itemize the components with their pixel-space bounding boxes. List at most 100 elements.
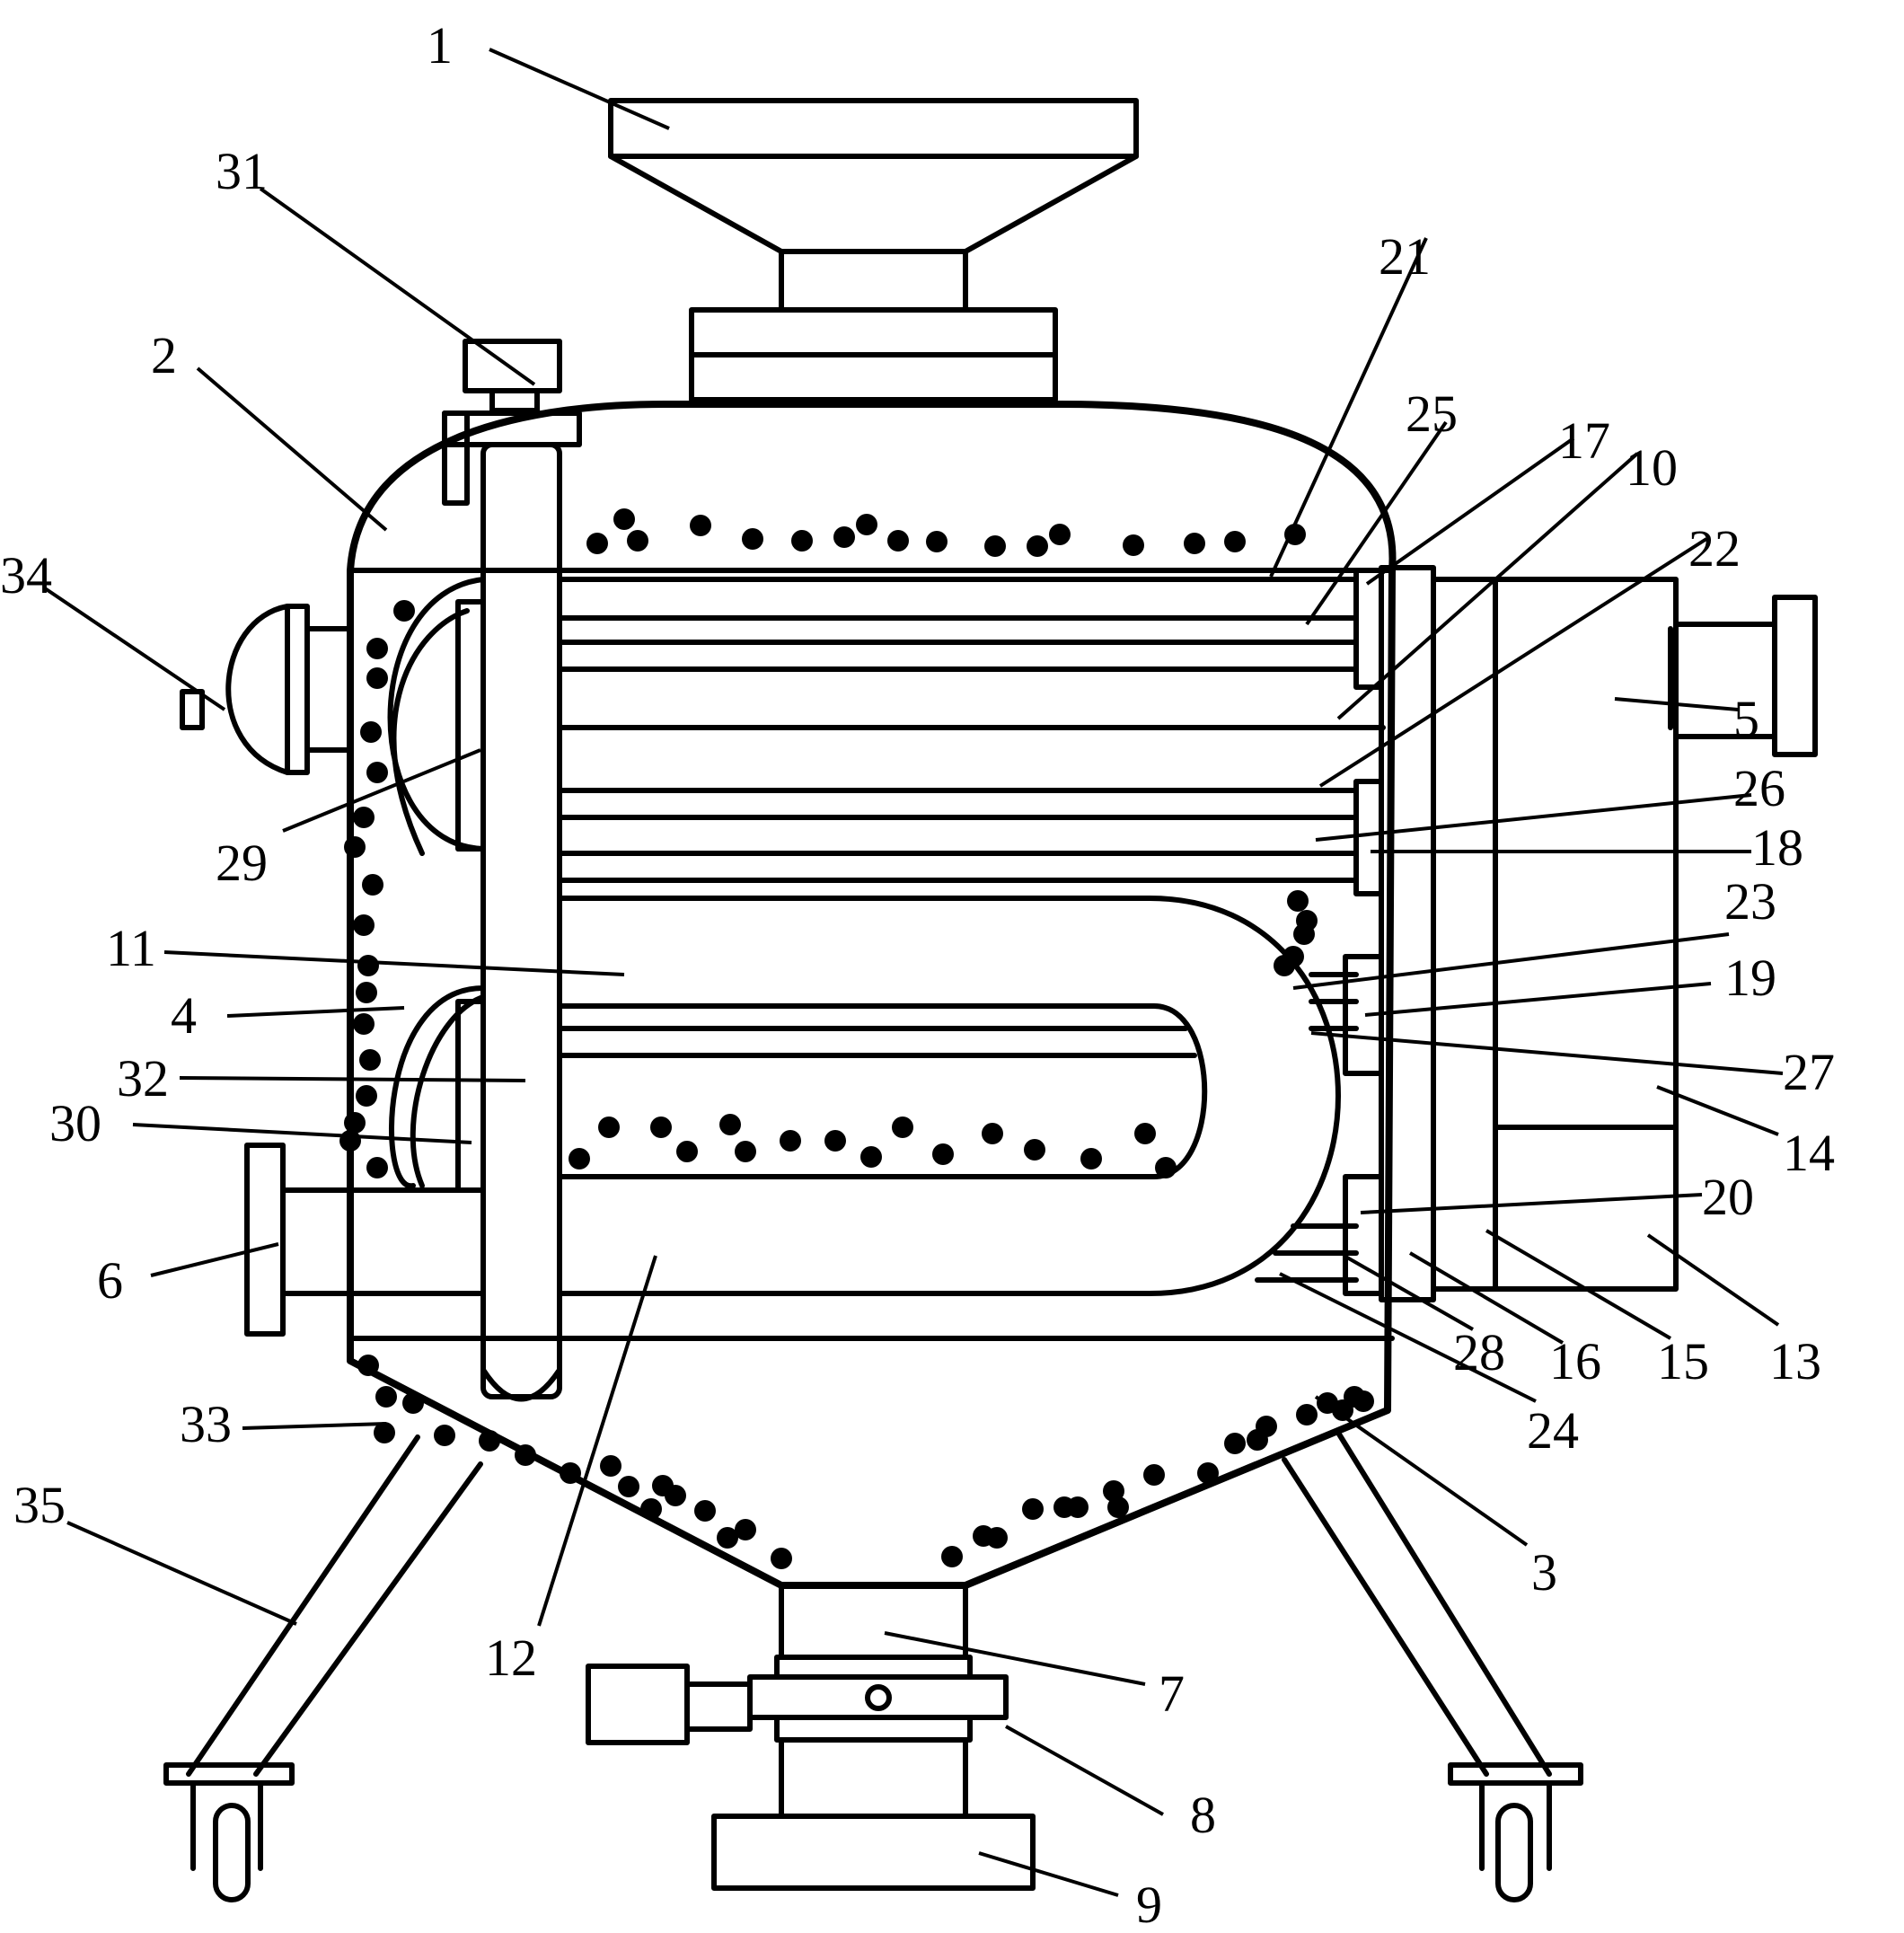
label-29: 29 (216, 834, 268, 892)
material-particle (856, 514, 877, 535)
legs (163, 1430, 1583, 1902)
material-particle (1224, 531, 1246, 552)
material-particle (1123, 534, 1144, 556)
material-particle (569, 1148, 590, 1170)
material-particle (515, 1444, 536, 1466)
material-particle (771, 1548, 792, 1569)
material-particle (941, 1546, 963, 1567)
material-particle (824, 1130, 846, 1152)
label-30: 30 (49, 1094, 101, 1152)
material-particle (356, 982, 377, 1003)
material-particle (986, 1527, 1008, 1549)
material-particle (374, 1422, 395, 1443)
label-15: 15 (1657, 1332, 1709, 1390)
label-19: 19 (1724, 949, 1776, 1007)
material-particle (640, 1498, 662, 1520)
material-particle (1287, 890, 1309, 912)
material-particle (1353, 1390, 1374, 1412)
material-particle (375, 1386, 397, 1408)
material-particle (366, 667, 388, 689)
material-particle (1224, 1433, 1246, 1454)
material-particle (1049, 524, 1071, 545)
material-particle (618, 1476, 639, 1497)
material-particle (735, 1141, 756, 1162)
material-particle (892, 1117, 913, 1138)
material-particle (676, 1141, 698, 1162)
material-particle (860, 1146, 882, 1168)
label-7: 7 (1159, 1664, 1185, 1723)
label-33: 33 (180, 1395, 232, 1453)
material-particle (694, 1500, 716, 1522)
material-particle (1067, 1496, 1089, 1518)
label-12: 12 (485, 1628, 537, 1687)
material-particle (344, 1112, 366, 1134)
material-particle (665, 1485, 686, 1506)
label-27: 27 (1783, 1043, 1835, 1101)
material-particle (357, 1355, 379, 1376)
label-22: 22 (1688, 519, 1741, 578)
material-particle (887, 530, 909, 552)
label-17: 17 (1558, 411, 1610, 470)
material-particle (366, 1157, 388, 1178)
material-particle (1274, 955, 1295, 976)
material-particle (1293, 923, 1315, 945)
material-particle (362, 874, 383, 896)
material-particle (1022, 1498, 1044, 1520)
material-particle (1184, 533, 1205, 554)
material-particle (353, 1013, 375, 1035)
label-35: 35 (13, 1476, 66, 1534)
label-13: 13 (1769, 1332, 1821, 1390)
material-particle (366, 638, 388, 659)
label-6: 6 (97, 1251, 123, 1310)
material-particle (359, 1049, 381, 1071)
material-particle (717, 1527, 738, 1549)
label-3: 3 (1531, 1543, 1557, 1602)
material-particle (360, 721, 382, 743)
label-26: 26 (1733, 759, 1785, 817)
material-particle (344, 836, 366, 858)
material-particle (434, 1425, 455, 1446)
shaft (480, 442, 562, 1402)
material-particle (650, 1117, 672, 1138)
label-5: 5 (1733, 690, 1759, 748)
material-particle (1080, 1148, 1102, 1170)
material-particle (932, 1143, 954, 1165)
material-particle (353, 807, 375, 828)
feed-hopper (608, 98, 1139, 402)
right-parts (1343, 565, 1818, 1302)
label-9: 9 (1136, 1876, 1162, 1933)
material-particles (339, 508, 1374, 1569)
material-particle (402, 1392, 424, 1414)
material-particle (1024, 1139, 1045, 1161)
label-16: 16 (1549, 1332, 1601, 1390)
material-particle (984, 535, 1006, 557)
material-particle (780, 1130, 801, 1152)
material-particle (627, 530, 648, 552)
material-particle (791, 530, 813, 552)
material-particle (356, 1085, 377, 1107)
material-particle (560, 1462, 581, 1484)
material-particle (735, 1519, 756, 1540)
material-particle (833, 526, 855, 548)
material-particle (1027, 535, 1048, 557)
label-14: 14 (1783, 1124, 1835, 1182)
label-25: 25 (1406, 384, 1458, 443)
vessel-body (347, 401, 1397, 1589)
material-particle (598, 1117, 620, 1138)
material-particle (690, 515, 711, 536)
part-numbers: 1 31 2 34 21 25 17 10 22 5 26 18 23 19 2… (0, 16, 1835, 1933)
material-particle (719, 1114, 741, 1135)
label-28: 28 (1453, 1323, 1505, 1381)
label-10: 10 (1626, 438, 1678, 497)
material-particle (1155, 1157, 1177, 1178)
label-20: 20 (1702, 1168, 1754, 1226)
material-particle (1197, 1462, 1219, 1484)
label-8: 8 (1190, 1786, 1216, 1844)
material-particle (1107, 1496, 1129, 1518)
material-particle (1134, 1123, 1156, 1144)
material-particle (613, 508, 635, 530)
material-particle (586, 533, 608, 554)
material-particle (600, 1455, 621, 1477)
